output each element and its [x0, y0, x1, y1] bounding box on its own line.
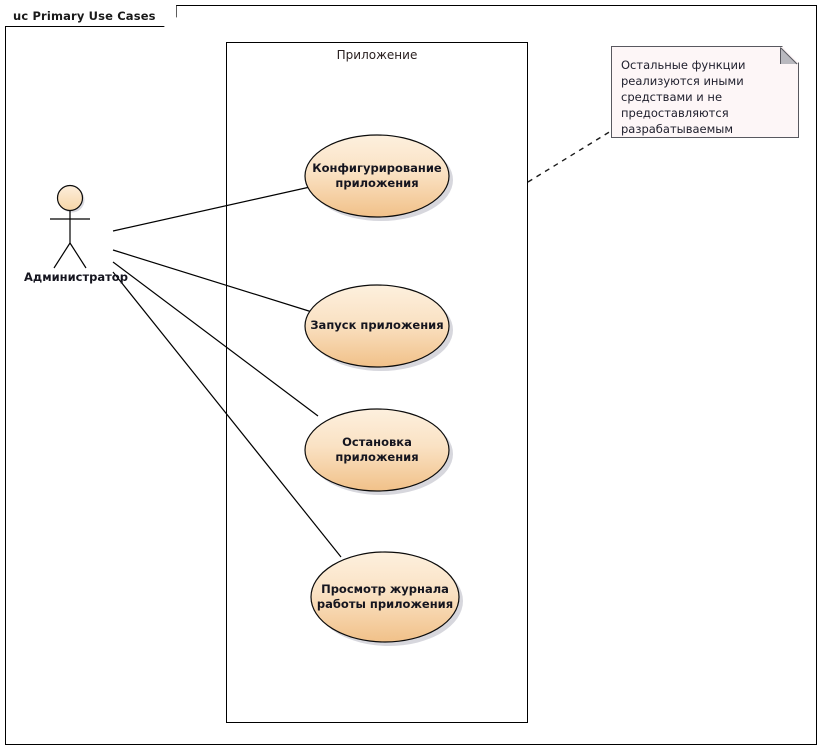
use-case-uc3[interactable]: [304, 408, 450, 492]
association-line-uc4[interactable]: [112, 271, 342, 558]
frame-label-tab: uc Primary Use Cases: [5, 5, 177, 27]
frame-label-text: uc Primary Use Cases: [13, 8, 156, 23]
use-case-ellipses: [304, 134, 460, 643]
system-boundary-label: Приложение: [336, 48, 418, 62]
association-line-uc2[interactable]: [112, 249, 313, 313]
use-case-uc2[interactable]: [304, 284, 450, 368]
note-box[interactable]: Остальные функции реализуются иными сред…: [611, 46, 799, 138]
use-case-uc4[interactable]: [310, 551, 460, 643]
actor-head-icon[interactable]: [56, 184, 84, 212]
actor-label: Администратор: [24, 270, 128, 284]
association-line-uc3[interactable]: [112, 261, 319, 417]
use-case-uc1[interactable]: [304, 134, 450, 218]
association-lines: [112, 186, 342, 558]
association-line-uc1[interactable]: [112, 186, 311, 232]
note-anchor-dashed-line[interactable]: [527, 130, 612, 183]
